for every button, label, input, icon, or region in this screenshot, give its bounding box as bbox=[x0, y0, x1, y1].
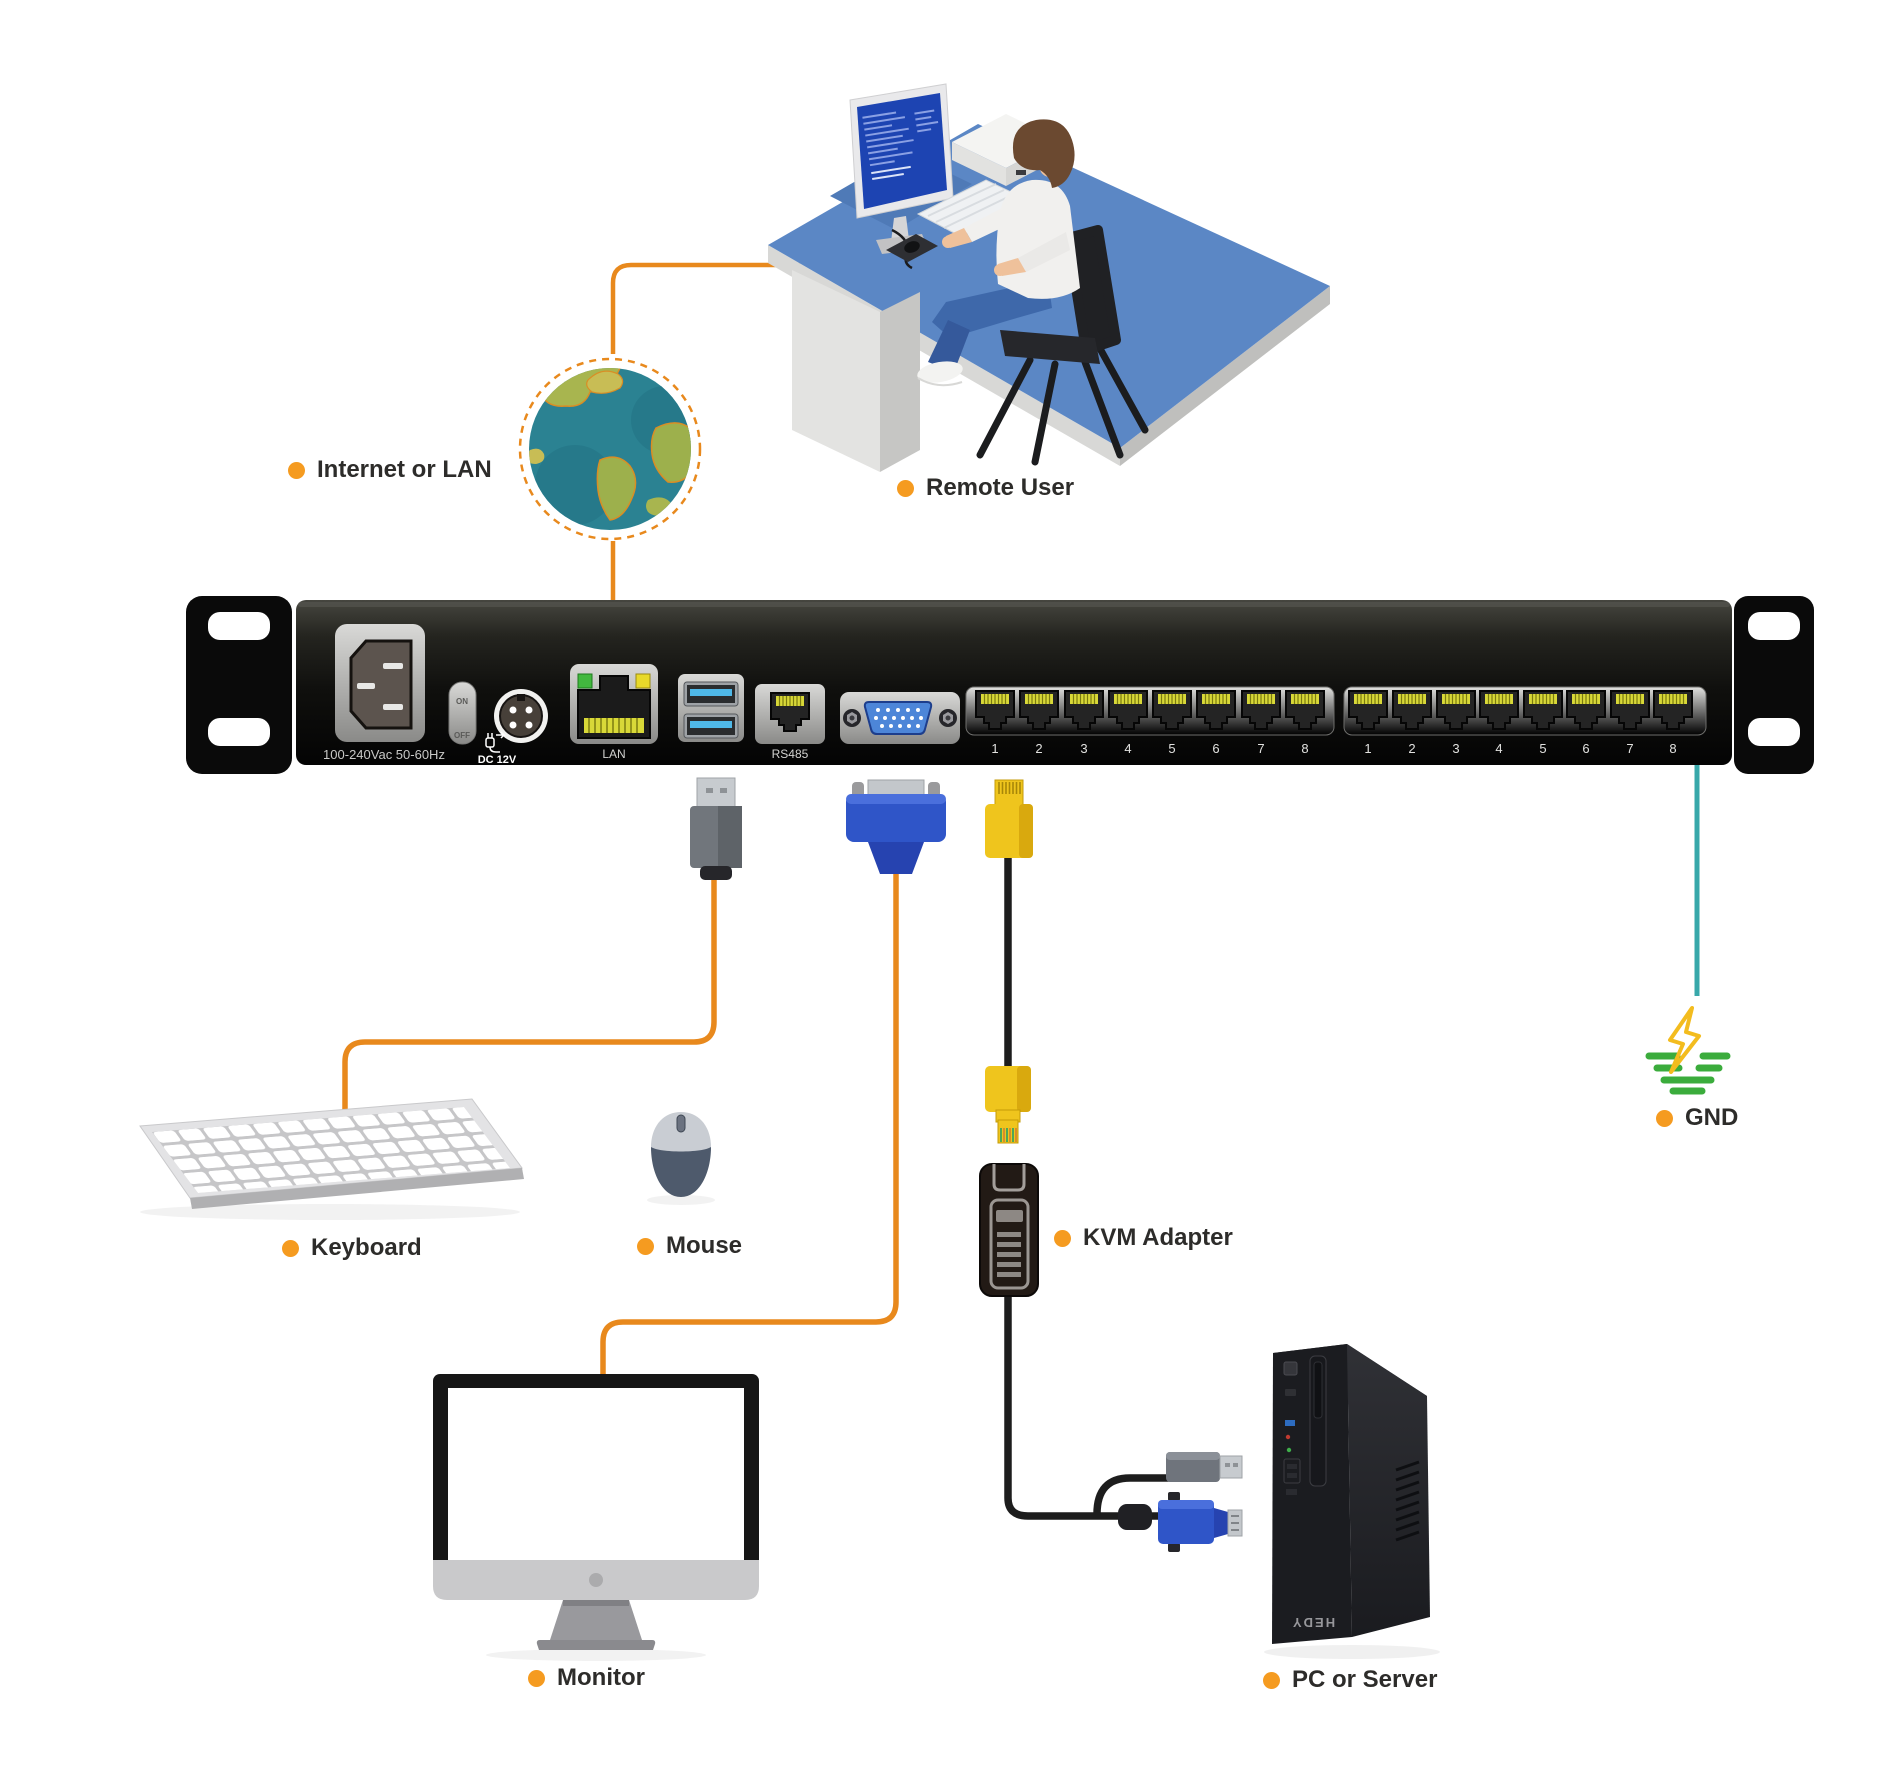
power-switch: ON OFF bbox=[448, 681, 477, 745]
rack-ear-right bbox=[1734, 596, 1814, 774]
label-pc-or-server: PC or Server bbox=[1263, 1666, 1437, 1694]
pc-vga-connector-icon bbox=[1158, 1492, 1243, 1552]
remote-user-person bbox=[917, 119, 1080, 387]
port-number: 5 bbox=[1168, 741, 1175, 756]
ac-power-inlet bbox=[335, 624, 425, 742]
label-text: Monitor bbox=[557, 1664, 645, 1691]
port-number: 3 bbox=[1080, 741, 1087, 756]
dc-power-connector bbox=[494, 689, 548, 743]
port-number: 7 bbox=[1257, 741, 1264, 756]
port-number: 2 bbox=[1408, 741, 1415, 756]
label-text: KVM Adapter bbox=[1083, 1224, 1233, 1251]
desk-mouse bbox=[886, 234, 938, 262]
rs485-port bbox=[755, 684, 825, 744]
cable-vga-to-monitor bbox=[600, 868, 899, 1378]
cable-kvm-adapter bbox=[1004, 854, 1170, 1520]
vga-screw-right bbox=[939, 709, 957, 727]
rack-lan-label: LAN bbox=[602, 747, 625, 761]
office-chair bbox=[976, 225, 1149, 466]
port-number: 4 bbox=[1495, 741, 1502, 756]
rj45-port-bank-1: 1 2 3 4 5 6 7 8 bbox=[965, 686, 1335, 756]
label-mouse: Mouse bbox=[637, 1232, 742, 1260]
bullet-icon bbox=[282, 1239, 299, 1257]
rack-rs485-label: RS485 bbox=[772, 747, 809, 761]
globe-icon bbox=[518, 357, 702, 541]
cable-usb-to-keyboard bbox=[342, 872, 717, 1110]
port-number: 4 bbox=[1124, 741, 1131, 756]
pc-brand-label: HEDY bbox=[1291, 1615, 1335, 1630]
pc-usb-connector-icon bbox=[1166, 1452, 1243, 1482]
kvm-rack-device: 100-240Vac 50-60Hz ON OFF DC 12V bbox=[186, 596, 1814, 774]
lightning-bolt-icon bbox=[1668, 1006, 1701, 1074]
switch-on-label: ON bbox=[456, 697, 468, 706]
vga-port bbox=[840, 692, 960, 744]
port-number: 2 bbox=[1035, 741, 1042, 756]
label-text: Remote User bbox=[926, 474, 1075, 501]
rack-power-label: 100-240Vac 50-60Hz bbox=[323, 747, 445, 762]
pc-tower-illustration: HEDY bbox=[1264, 1344, 1440, 1659]
dc-plug-icon bbox=[485, 731, 506, 753]
kvm-adapter-icon bbox=[979, 1163, 1039, 1297]
port-number: 1 bbox=[1364, 741, 1371, 756]
label-remote-user: Remote User bbox=[897, 474, 1074, 502]
ferrite-bead bbox=[1118, 1504, 1152, 1530]
usb-connector-icon bbox=[690, 777, 742, 880]
rack-ear-left bbox=[186, 596, 292, 774]
port-number: 3 bbox=[1452, 741, 1459, 756]
label-keyboard: Keyboard bbox=[282, 1234, 422, 1262]
vga-screw-left bbox=[843, 709, 861, 727]
rj45-plug-yellow-top bbox=[985, 779, 1033, 858]
rj45-port-bank-2: 1 2 3 4 5 6 7 8 bbox=[1343, 686, 1707, 756]
port-number: 6 bbox=[1212, 741, 1219, 756]
remote-user-illustration bbox=[768, 83, 1330, 472]
label-text: Internet or LAN bbox=[317, 456, 492, 483]
label-text: Keyboard bbox=[311, 1234, 422, 1261]
port-number: 1 bbox=[991, 741, 998, 756]
port-number: 5 bbox=[1539, 741, 1546, 756]
label-text: PC or Server bbox=[1292, 1666, 1438, 1693]
bullet-icon bbox=[1656, 1109, 1673, 1127]
label-kvm-adapter: KVM Adapter bbox=[1054, 1224, 1233, 1252]
bullet-icon bbox=[528, 1669, 545, 1687]
label-text: GND bbox=[1685, 1104, 1739, 1131]
rj45-plug-yellow-bottom bbox=[985, 1066, 1031, 1144]
label-internet-or-lan: Internet or LAN bbox=[288, 456, 492, 484]
label-gnd: GND bbox=[1656, 1104, 1738, 1132]
bullet-icon bbox=[1054, 1229, 1071, 1247]
switch-off-label: OFF bbox=[454, 731, 470, 740]
port-number: 8 bbox=[1669, 741, 1676, 756]
port-number: 8 bbox=[1301, 741, 1308, 756]
label-text: Mouse bbox=[666, 1232, 743, 1259]
monitor-illustration bbox=[433, 1374, 759, 1661]
vga-connector-icon bbox=[846, 779, 946, 874]
rack-dc-label: DC 12V bbox=[478, 754, 517, 766]
label-monitor: Monitor bbox=[528, 1664, 645, 1692]
usb-ports bbox=[678, 674, 744, 742]
bullet-icon bbox=[288, 461, 305, 479]
bullet-icon bbox=[1263, 1671, 1280, 1689]
ground-icon bbox=[1645, 1006, 1731, 1095]
keyboard-illustration bbox=[139, 1098, 524, 1220]
mouse-illustration bbox=[647, 1112, 715, 1205]
port-number: 6 bbox=[1582, 741, 1589, 756]
port-number: 7 bbox=[1626, 741, 1633, 756]
lan-port bbox=[570, 664, 658, 744]
bullet-icon bbox=[897, 479, 914, 497]
cable-desk-to-globe bbox=[610, 262, 800, 354]
bullet-icon bbox=[637, 1237, 654, 1255]
